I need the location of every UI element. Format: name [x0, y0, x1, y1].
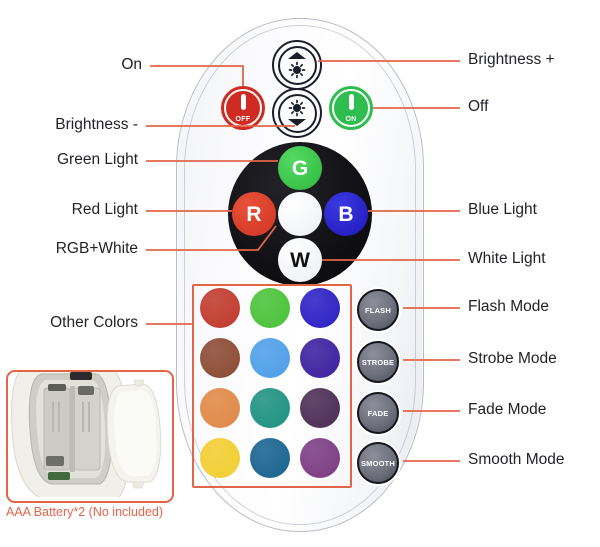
- color-swatch[interactable]: [300, 388, 340, 428]
- brightness-up-button[interactable]: [272, 40, 322, 90]
- mode-button-fade[interactable]: FADE: [357, 392, 399, 434]
- label-smooth-mode: Smooth Mode: [468, 451, 565, 468]
- green-light-button[interactable]: G: [278, 146, 322, 190]
- power-on-bar: [348, 94, 354, 110]
- label-white-light: White Light: [468, 250, 546, 267]
- label-brightness-plus: Brightness +: [468, 51, 555, 68]
- brightness-down-button[interactable]: [272, 88, 322, 138]
- label-brightness-minus: Brightness -: [55, 116, 138, 133]
- label-other-colors: Other Colors: [50, 314, 138, 331]
- power-off-bar: [240, 94, 246, 110]
- color-swatch[interactable]: [250, 388, 290, 428]
- battery-illustration: [8, 372, 168, 497]
- power-off-label: OFF: [235, 116, 251, 123]
- brightness-up-icon: [288, 52, 306, 79]
- power-on-label: ON: [345, 116, 357, 123]
- brightness-down-icon: [288, 99, 306, 126]
- label-off: Off: [468, 98, 489, 115]
- color-swatch[interactable]: [200, 388, 240, 428]
- mode-button-flash[interactable]: FLASH: [357, 289, 399, 331]
- label-flash-mode: Flash Mode: [468, 298, 549, 315]
- other-colors-highlight-box: [192, 284, 352, 488]
- power-off-outer-ring: [221, 86, 265, 130]
- color-swatch[interactable]: [200, 338, 240, 378]
- color-swatch[interactable]: [300, 338, 340, 378]
- color-swatch-grid: [196, 288, 344, 480]
- power-on-button[interactable]: ON: [329, 86, 373, 130]
- label-blue-light: Blue Light: [468, 201, 537, 218]
- label-green-light: Green Light: [57, 151, 138, 168]
- power-on-outer-ring: [329, 86, 373, 130]
- battery-photo-image: [8, 372, 168, 497]
- blue-light-button[interactable]: B: [324, 192, 368, 236]
- battery-compartment-photo: [8, 372, 168, 497]
- power-off-button[interactable]: OFF: [221, 86, 265, 130]
- battery-caption: AAA Battery*2 (No included): [6, 505, 164, 519]
- label-strobe-mode: Strobe Mode: [468, 350, 557, 367]
- label-rgb-white: RGB+White: [55, 240, 138, 257]
- label-red-light: Red Light: [71, 201, 138, 218]
- label-on: On: [121, 56, 142, 73]
- label-fade-mode: Fade Mode: [468, 401, 547, 418]
- rgb-white-center-button[interactable]: [278, 192, 322, 236]
- color-swatch[interactable]: [250, 338, 290, 378]
- color-swatch[interactable]: [250, 438, 290, 478]
- color-swatch[interactable]: [300, 288, 340, 328]
- color-swatch[interactable]: [200, 288, 240, 328]
- battery-inset-highlight-box: [6, 370, 174, 503]
- red-light-button[interactable]: R: [232, 192, 276, 236]
- color-swatch[interactable]: [300, 438, 340, 478]
- brightness-up-inner-ring: [277, 45, 317, 85]
- brightness-down-inner-ring: [277, 93, 317, 133]
- mode-button-strobe[interactable]: STROBE: [357, 341, 399, 383]
- mode-button-smooth[interactable]: SMOOTH: [357, 442, 399, 484]
- color-swatch[interactable]: [250, 288, 290, 328]
- color-swatch[interactable]: [200, 438, 240, 478]
- white-light-button[interactable]: W: [278, 238, 322, 282]
